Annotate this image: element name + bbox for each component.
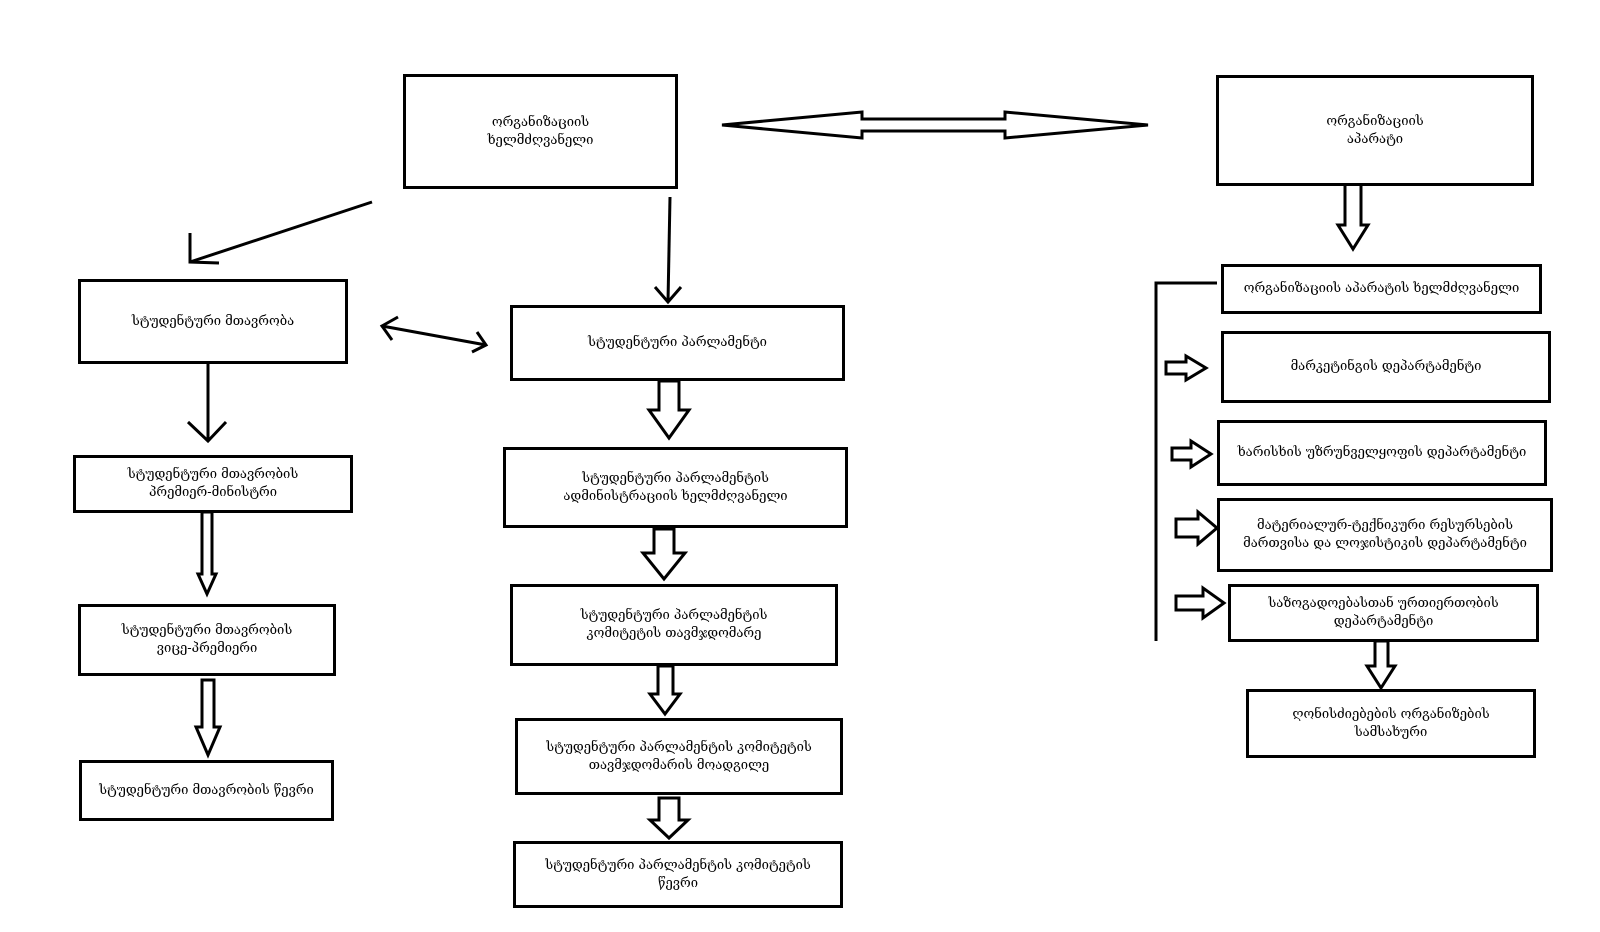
arrow-head-to-parl: [666, 196, 672, 303]
box-marketing-department: მარკეტინგის დეპარტამენტი: [1221, 331, 1551, 403]
box-logistics-department: მატერიალურ-ტექნიკური რესურსების მართვისა…: [1217, 498, 1553, 572]
box-vice-premier-label: სტუდენტური მთავრობის ვიცე-პრემიერი: [121, 623, 293, 656]
arrow-to-quality: [1170, 438, 1214, 470]
arrow-vice-to-member: [193, 678, 223, 759]
arrow-to-public: [1174, 585, 1227, 621]
box-government-member-label: სტუდენტური მთავრობის წევრი: [99, 782, 314, 798]
arrow-parl-to-admin: [646, 379, 692, 441]
box-quality-department: ხარისხის უზრუნველყოფის დეპარტამენტი: [1217, 420, 1547, 486]
arrow-gov-parl-tip-right: [471, 331, 489, 354]
arrow-chair-to-deputy: [647, 664, 683, 717]
arrow-head-to-gov-tip: [188, 233, 220, 265]
arrow-head-to-parl-tip: [653, 286, 683, 305]
box-organization-apparatus: ორგანიზაციის აპარატი: [1216, 75, 1534, 186]
box-organization-head-label: ორგანიზაციის ხელმძღვანელი: [487, 114, 594, 148]
arrow-apparatus-to-head: [1335, 179, 1371, 252]
box-logistics-department-label: მატერიალურ-ტექნიკური რესურსების მართვისა…: [1243, 518, 1527, 551]
box-student-parliament: სტუდენტური პარლამენტი: [510, 305, 845, 381]
box-parliament-admin-head-label: სტუდენტური პარლამენტის ადმინისტრაციის ხე…: [563, 470, 788, 504]
arrow-to-marketing: [1164, 353, 1209, 383]
box-vice-premier: სტუდენტური მთავრობის ვიცე-პრემიერი: [78, 604, 336, 676]
arrow-pm-to-vice: [195, 510, 219, 598]
arrow-public-to-events: [1364, 639, 1398, 691]
box-public-relations-department: საზოგადოებასთან ურთიერთობის დეპარტამენტი: [1228, 584, 1539, 642]
box-prime-minister: სტუდენტური მთავრობის პრემიერ-მინისტრი: [73, 455, 353, 513]
box-student-parliament-label: სტუდენტური პარლამენტი: [588, 335, 767, 351]
box-committee-deputy: სტუდენტური პარლამენტის კომიტეტის თავმჯდო…: [515, 718, 843, 795]
box-marketing-department-label: მარკეტინგის დეპარტამენტი: [1290, 359, 1482, 375]
box-events-service: ღონისძიებების ორგანიზების სამსახური: [1246, 689, 1536, 758]
box-student-government: სტუდენტური მთავრობა: [78, 279, 348, 364]
box-committee-chair: სტუდენტური პარლამენტის კომიტეტის თავმჯდო…: [510, 584, 838, 666]
box-committee-member-label: სტუდენტური პარლამენტის კომიტეტის წევრი: [545, 857, 811, 891]
arrow-head-to-gov: [189, 200, 373, 264]
box-apparatus-head: ორგანიზაციის აპარატის ხელმძღვანელი: [1221, 264, 1542, 314]
box-organization-apparatus-label: ორგანიზაციის აპარატი: [1326, 113, 1424, 147]
department-bracket: [1154, 281, 1217, 641]
double-arrow-top: [721, 110, 1149, 140]
box-prime-minister-label: სტუდენტური მთავრობის პრემიერ-მინისტრი: [127, 467, 299, 500]
box-public-relations-department-label: საზოგადოებასთან ურთიერთობის დეპარტამენტი: [1268, 596, 1499, 629]
arrow-to-logistics: [1174, 508, 1220, 548]
arrow-deputy-to-member: [646, 796, 692, 841]
box-quality-department-label: ხარისხის უზრუნველყოფის დეპარტამენტი: [1237, 445, 1527, 461]
box-student-government-label: სტუდენტური მთავრობა: [131, 313, 295, 329]
box-government-member: სტუდენტური მთავრობის წევრი: [79, 760, 334, 821]
box-committee-chair-label: სტუდენტური პარლამენტის კომიტეტის თავმჯდო…: [580, 608, 768, 641]
arrow-gov-parl-tip-left: [379, 315, 399, 341]
box-parliament-admin-head: სტუდენტური პარლამენტის ადმინისტრაციის ხე…: [503, 447, 848, 528]
arrow-admin-to-chair: [639, 527, 689, 582]
box-committee-member: სტუდენტური პარლამენტის კომიტეტის წევრი: [513, 841, 843, 908]
arrow-gov-parl: [381, 324, 487, 347]
box-organization-head: ორგანიზაციის ხელმძღვანელი: [403, 74, 678, 189]
box-committee-deputy-label: სტუდენტური პარლამენტის კომიტეტის თავმჯდო…: [546, 739, 812, 773]
box-apparatus-head-label: ორგანიზაციის აპარატის ხელმძღვანელი: [1243, 281, 1520, 297]
arrow-gov-to-pm-tip: [186, 420, 228, 444]
box-events-service-label: ღონისძიებების ორგანიზების სამსახური: [1292, 706, 1490, 740]
